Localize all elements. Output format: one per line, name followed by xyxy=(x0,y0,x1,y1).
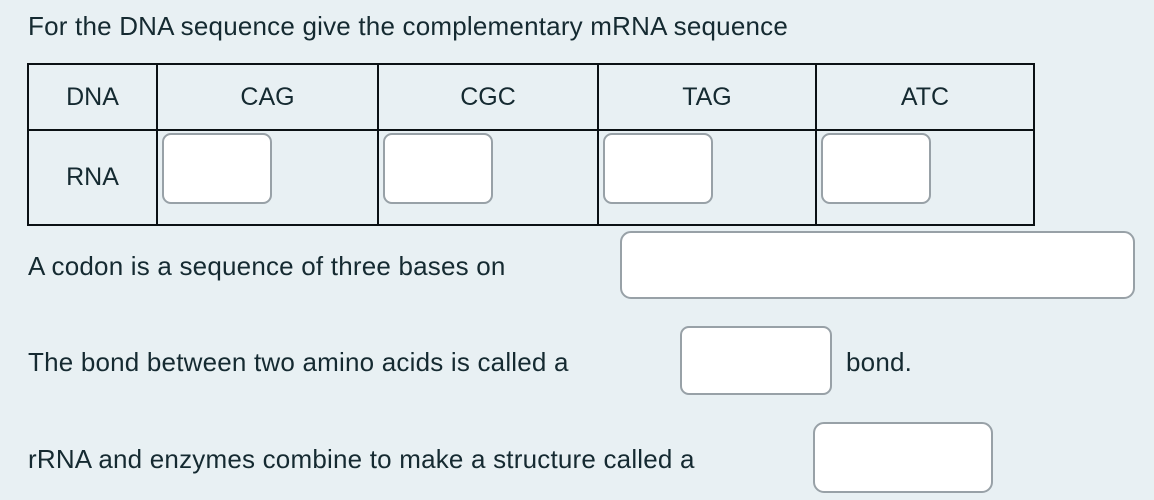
page-title: For the DNA sequence give the complement… xyxy=(28,11,789,41)
table-header-codon-2: CGC xyxy=(379,65,599,131)
question-bond-suffix: bond. xyxy=(846,347,913,377)
table-row-label-rna: RNA xyxy=(29,131,158,224)
rna-answer-cell-3 xyxy=(599,131,817,224)
table-header-codon-4: ATC xyxy=(817,65,1033,131)
rna-answer-input-3[interactable] xyxy=(603,133,713,204)
rna-answer-input-1[interactable] xyxy=(162,133,272,204)
table-header-dna: DNA xyxy=(29,65,158,131)
structure-answer-input[interactable] xyxy=(813,422,993,493)
rna-answer-cell-1 xyxy=(158,131,379,224)
question-bond-text: The bond between two amino acids is call… xyxy=(28,347,569,377)
question-codon-text: A codon is a sequence of three bases on xyxy=(28,251,506,281)
rna-answer-cell-2 xyxy=(379,131,599,224)
question-structure-text: rRNA and enzymes combine to make a struc… xyxy=(28,444,695,474)
table-header-codon-1: CAG xyxy=(158,65,379,131)
bond-answer-input[interactable] xyxy=(680,326,832,395)
dna-rna-table: DNA CAG CGC TAG ATC RNA xyxy=(27,63,1035,226)
rna-answer-input-4[interactable] xyxy=(821,133,931,204)
codon-answer-input[interactable] xyxy=(620,231,1135,299)
table-header-codon-3: TAG xyxy=(599,65,817,131)
rna-answer-input-2[interactable] xyxy=(383,133,493,204)
rna-answer-cell-4 xyxy=(817,131,1033,224)
